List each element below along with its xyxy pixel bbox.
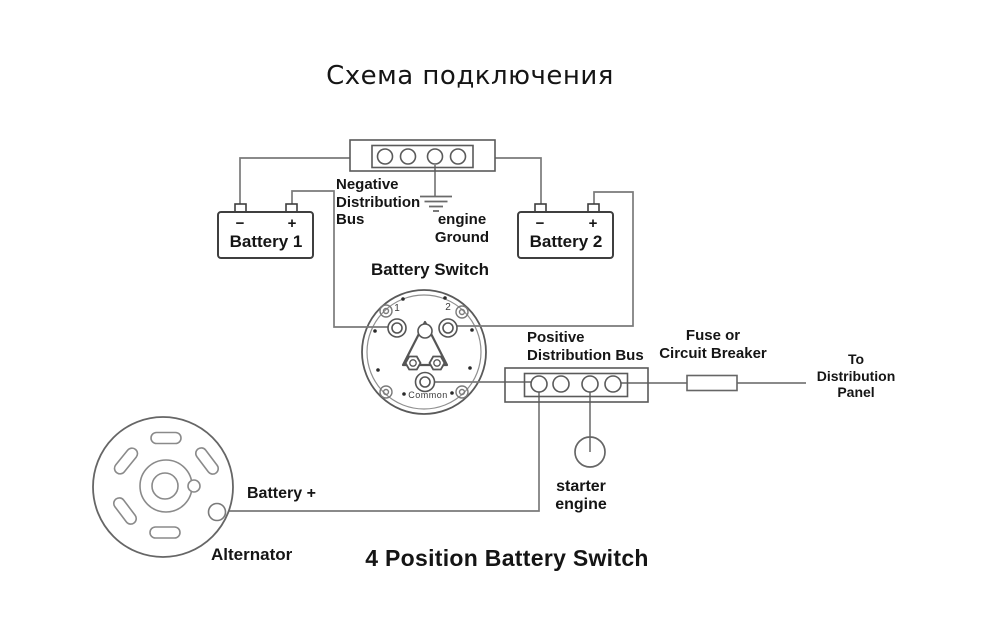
to-distribution-panel-label: To Distribution Panel	[816, 351, 896, 400]
fuse-label: Fuse or Circuit Breaker	[659, 327, 767, 362]
switch-terminal1-label: 1	[394, 303, 400, 314]
mounting-holes	[379, 304, 469, 399]
battery2-minus: −	[535, 215, 545, 232]
diagram-caption: 4 Position Battery Switch	[365, 545, 649, 571]
battery1-name: Battery 1	[229, 232, 303, 251]
positive-bus-label: Positive Distribution Bus	[527, 329, 644, 364]
positive-distribution-bus	[504, 367, 649, 403]
battery2-plus: +	[588, 215, 598, 232]
position-dots	[373, 296, 474, 396]
terminal1-post	[387, 318, 407, 338]
switch-common-label: Common	[408, 390, 448, 400]
battery1-minus: −	[235, 215, 245, 232]
common-post	[414, 371, 436, 393]
wire-battery2-positive	[457, 191, 634, 327]
battery-plus-terminal	[207, 502, 227, 522]
starter-engine-label: starter engine	[555, 478, 607, 513]
switch-knob	[401, 320, 449, 371]
negative-bus-label: Negative Distribution Bus	[336, 176, 421, 228]
wire-alternator	[226, 392, 540, 512]
battery1-plus: +	[287, 215, 297, 232]
alternator-label: Alternator	[211, 545, 293, 564]
switch-terminal2-label: 2	[445, 302, 451, 313]
ground-symbol	[420, 195, 452, 212]
battery1-box	[217, 203, 314, 259]
switch-terminals	[387, 318, 458, 393]
battery-switch-label: Battery Switch	[370, 260, 490, 279]
negative-distribution-bus	[349, 139, 496, 172]
alternator-shaft-key	[187, 479, 201, 493]
battery-plus-label: Battery +	[247, 485, 316, 502]
fuse-symbol	[686, 374, 738, 392]
starter-engine-symbol	[574, 436, 606, 468]
page-title: Схема подключения	[326, 61, 614, 91]
terminal2-post	[438, 318, 458, 338]
wire-battery1-positive	[291, 190, 388, 328]
battery2-name: Battery 2	[529, 232, 603, 251]
wire-battery2-negative	[495, 157, 542, 206]
engine-ground-label: engine Ground	[434, 211, 490, 246]
alternator-symbol	[92, 416, 234, 558]
battery-switch-details	[373, 296, 474, 399]
wire-battery1-negative	[239, 157, 350, 206]
battery2-box	[517, 203, 614, 259]
